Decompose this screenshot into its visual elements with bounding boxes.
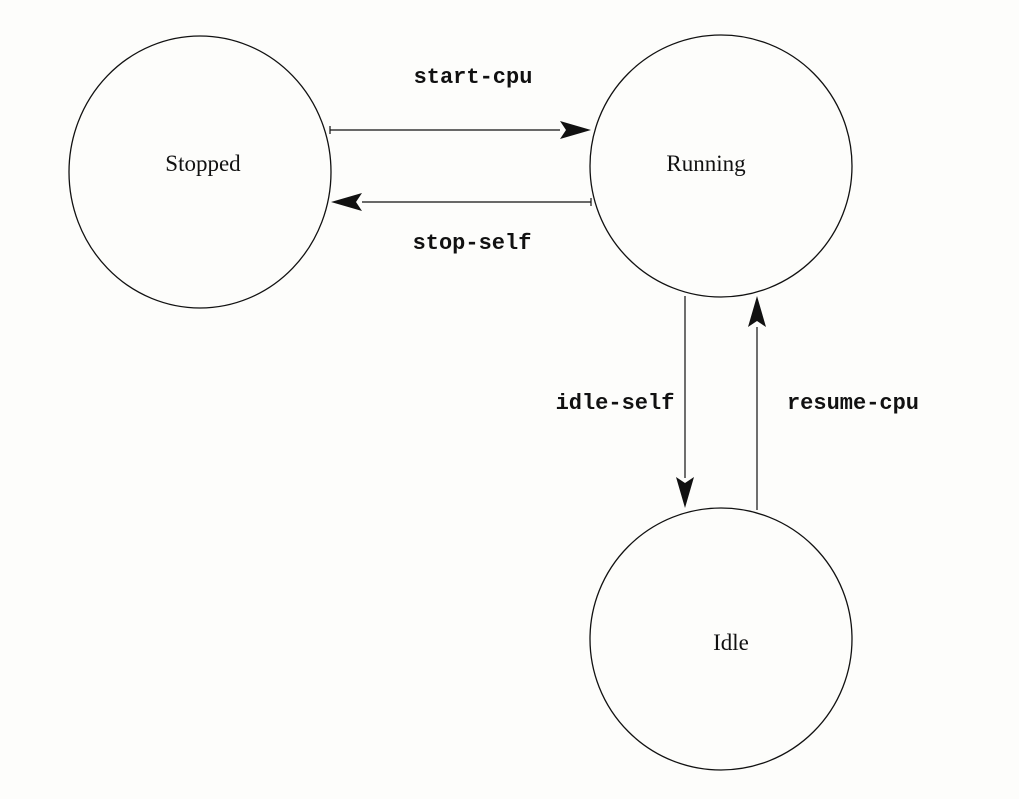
start-cpu-arrowhead — [560, 121, 591, 139]
transition-stop-self: stop-self — [331, 193, 592, 256]
stop-self-label: stop-self — [413, 231, 532, 256]
stop-self-arrowhead — [331, 193, 362, 211]
transition-idle-self: idle-self — [556, 296, 694, 508]
transition-start-cpu: start-cpu — [329, 65, 591, 139]
idle-self-arrowhead — [676, 477, 694, 508]
state-running-circle — [589, 34, 853, 298]
state-stopped: Stopped — [68, 35, 332, 309]
state-running-label: Running — [666, 151, 746, 176]
resume-cpu-label: resume-cpu — [787, 391, 919, 416]
state-stopped-circle — [68, 35, 332, 309]
state-running: Running — [589, 34, 853, 298]
state-idle-circle — [589, 507, 853, 771]
state-stopped-label: Stopped — [165, 151, 241, 176]
idle-self-label: idle-self — [556, 391, 675, 416]
start-cpu-label: start-cpu — [414, 65, 533, 90]
transition-resume-cpu: resume-cpu — [748, 296, 919, 510]
state-idle: Idle — [589, 507, 853, 771]
resume-cpu-arrowhead — [748, 296, 766, 327]
state-idle-label: Idle — [713, 630, 749, 655]
